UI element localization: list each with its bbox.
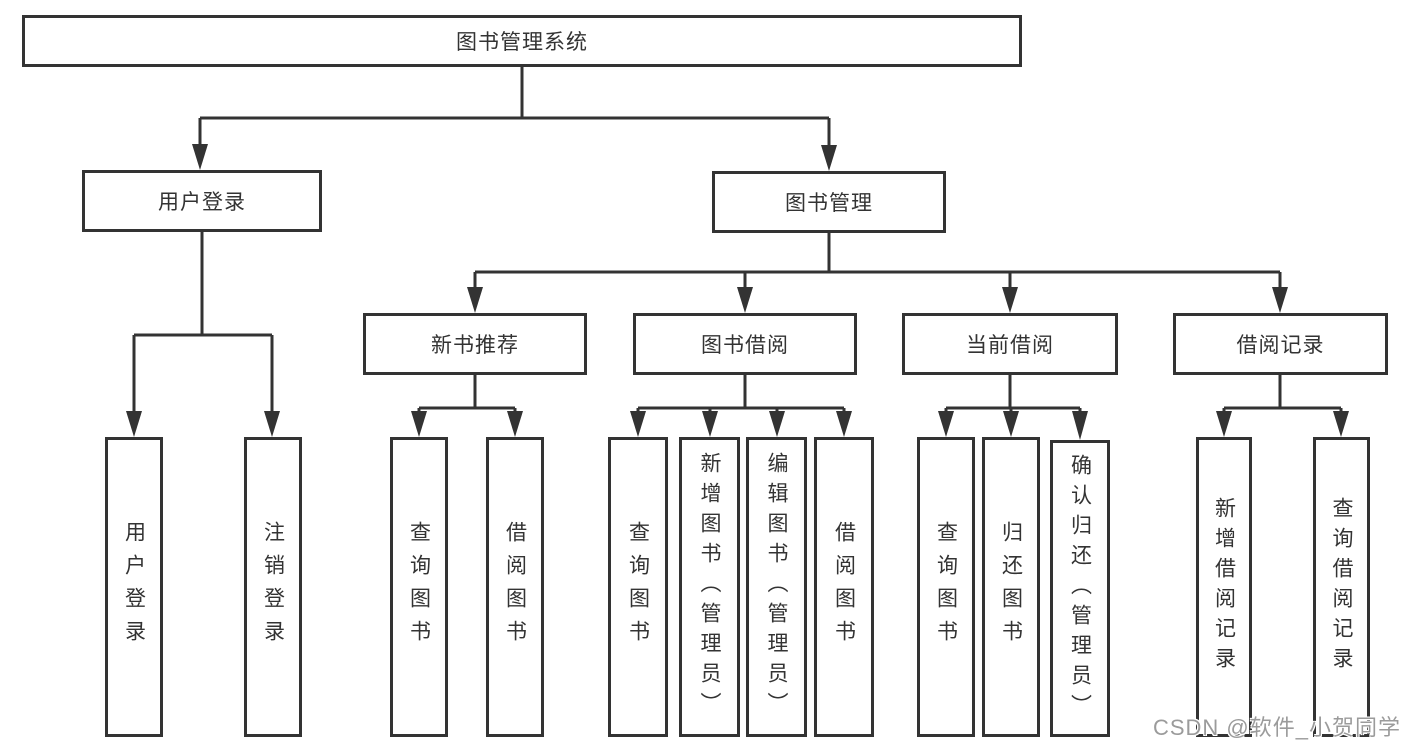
node-leaf-rec-1: 查询图书 <box>390 437 448 737</box>
node-leaf-login-2: 注销登录 <box>244 437 302 737</box>
node-leaf-borrow-4: 借阅图书 <box>814 437 874 737</box>
node-leaf-current-3: 确认归还（管理员） <box>1050 440 1110 737</box>
node-leaf-rec-2: 借阅图书 <box>486 437 544 737</box>
node-borrow: 图书借阅 <box>633 313 857 375</box>
node-records: 借阅记录 <box>1173 313 1388 375</box>
node-leaf-login-1: 用户登录 <box>105 437 163 737</box>
node-login: 用户登录 <box>82 170 322 232</box>
node-mgmt: 图书管理 <box>712 171 946 233</box>
node-leaf-borrow-1: 查询图书 <box>608 437 668 737</box>
node-rec: 新书推荐 <box>363 313 587 375</box>
node-leaf-records-1: 新增借阅记录 <box>1196 437 1252 737</box>
node-leaf-current-2: 归还图书 <box>982 437 1040 737</box>
node-leaf-borrow-3: 编辑图书（管理员） <box>746 437 807 737</box>
watermark-text: CSDN @软件_小贺同学 <box>1152 715 1401 740</box>
node-leaf-borrow-2: 新增图书（管理员） <box>679 437 740 737</box>
node-leaf-current-1: 查询图书 <box>917 437 975 737</box>
node-current: 当前借阅 <box>902 313 1118 375</box>
node-leaf-records-2: 查询借阅记录 <box>1313 437 1370 737</box>
node-root: 图书管理系统 <box>22 15 1022 67</box>
